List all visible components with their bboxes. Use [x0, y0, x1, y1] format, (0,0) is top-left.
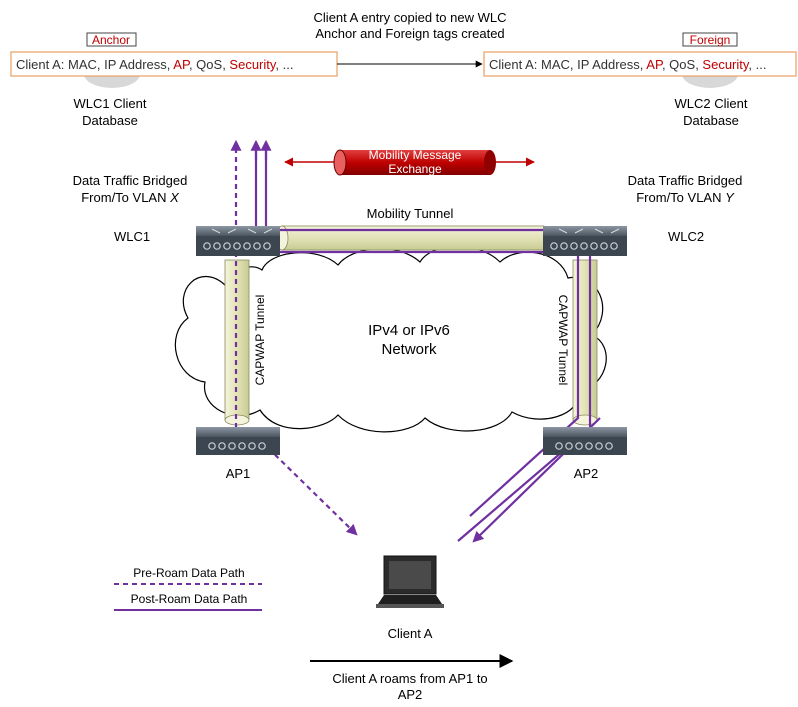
anchor-entry-suffix: , ... [275, 57, 293, 72]
anchor-db-caption-line2: Database [82, 113, 138, 128]
laptop-screen [389, 561, 431, 589]
wlc2-ports [550, 242, 618, 250]
foreign-db-caption-line1: WLC2 Client [675, 96, 748, 111]
mobility-pipe-end-right [484, 150, 496, 175]
wlc1-device [196, 226, 280, 256]
wlc1-switch-icon [211, 228, 273, 234]
roam-caption-line1: Client A roams from AP1 to [332, 671, 487, 686]
foreign-entry-sep: , QoS, [662, 57, 702, 72]
wlc2-bridge-prefix: From/To VLAN [636, 190, 725, 205]
anchor-db-caption-line1: WLC1 Client [74, 96, 147, 111]
wlc2-device [543, 226, 627, 256]
anchor-entry-sep: , QoS, [189, 57, 229, 72]
foreign-tag: Foreign [690, 33, 731, 47]
wlc2-label: WLC2 [668, 229, 704, 244]
wlc1-bridge-prefix: From/To VLAN [81, 190, 170, 205]
client-label: Client A [388, 626, 433, 641]
top-caption-line1: Client A entry copied to new WLC [314, 10, 507, 25]
ap1-device-front [196, 437, 280, 455]
anchor-entry-ap: AP [173, 57, 190, 72]
wlc2-bridge-vlan: Y [725, 190, 735, 205]
mobility-tunnel-label: Mobility Tunnel [367, 206, 454, 221]
foreign-db-entry: Client A: MAC, IP Address, AP, QoS, Secu… [489, 57, 766, 72]
network-line2: Network [381, 341, 437, 358]
foreign-database: Foreign Client A: MAC, IP Address, AP, Q… [483, 32, 797, 128]
mobility-message-line1: Mobility Message [369, 148, 462, 162]
ap2-ports [555, 442, 613, 450]
wlc1-device-top [196, 226, 280, 236]
mobility-pipe-end-left [333, 149, 347, 176]
ap2-device-top [543, 427, 627, 437]
anchor-entry-prefix: Client A: MAC, IP Address, [16, 57, 173, 72]
network-line1: IPv4 or IPv6 [368, 322, 450, 339]
ap1-label: AP1 [226, 466, 251, 481]
wlc2-switch-icon [558, 228, 620, 234]
mobility-message-exchange: Mobility Message Exchange [284, 148, 535, 176]
anchor-database: Anchor Client A: MAC, IP Address, AP, Qo… [10, 32, 338, 128]
ap2-device-front [543, 437, 627, 455]
wlc2-device-front [543, 236, 627, 256]
ap2-label: AP2 [574, 466, 599, 481]
client-laptop: Client A [376, 555, 444, 641]
capwap-right-label: CAPWAP Tunnel [556, 295, 570, 386]
foreign-entry-suffix: , ... [748, 57, 766, 72]
foreign-tag-box [682, 32, 738, 47]
wlc2-bridge-line1: Data Traffic Bridged [628, 173, 743, 188]
wlc1-bridge-line1: Data Traffic Bridged [73, 173, 188, 188]
foreign-entry-security: Security [702, 57, 749, 72]
wlc1-label: WLC1 [114, 229, 150, 244]
ap2-device: AP2 [543, 427, 627, 481]
foreign-entry-prefix: Client A: MAC, IP Address, [489, 57, 646, 72]
mobility-pipe-body [340, 150, 490, 175]
foreign-entry-ap: AP [646, 57, 663, 72]
laptop-keyboard [378, 595, 442, 604]
pre-roam-path-wireless [261, 441, 358, 536]
anchor-entry-security: Security [229, 57, 276, 72]
capwap-left-body [224, 259, 250, 421]
top-caption-line2: Anchor and Foreign tags created [315, 26, 504, 41]
wlc1-bridge-vlan: X [169, 190, 180, 205]
legend-post-label: Post-Roam Data Path [131, 592, 248, 606]
wlc2-bridge-line2: From/To VLAN Y [636, 190, 735, 205]
ap1-ports [208, 442, 266, 450]
anchor-tag-box [86, 32, 137, 47]
wlc2-device-top [543, 226, 627, 236]
capwap-right-body [572, 259, 598, 421]
ap1-device: AP1 [196, 427, 280, 481]
wlc1-ports [203, 242, 271, 250]
anchor-db-entry: Client A: MAC, IP Address, AP, QoS, Secu… [16, 57, 293, 72]
mobility-message-line2: Exchange [388, 162, 442, 176]
capwap-left-label: CAPWAP Tunnel [253, 295, 267, 386]
foreign-db-caption-line2: Database [683, 113, 739, 128]
foreign-db-box [483, 51, 797, 77]
wlc1-bridge-line2: From/To VLAN X [81, 190, 180, 205]
roam-caption-line2: AP2 [398, 687, 423, 702]
legend: Pre-Roam Data Path Post-Roam Data Path [114, 566, 262, 611]
wlc1-device-front [196, 236, 280, 256]
anchor-tag: Anchor [92, 33, 130, 47]
ap1-device-top [196, 427, 280, 437]
laptop-base [376, 604, 444, 608]
legend-pre-label: Pre-Roam Data Path [133, 566, 244, 580]
capwap-tunnel-left: CAPWAP Tunnel [224, 259, 267, 426]
mobility-tunnel: Mobility Tunnel [275, 206, 545, 251]
